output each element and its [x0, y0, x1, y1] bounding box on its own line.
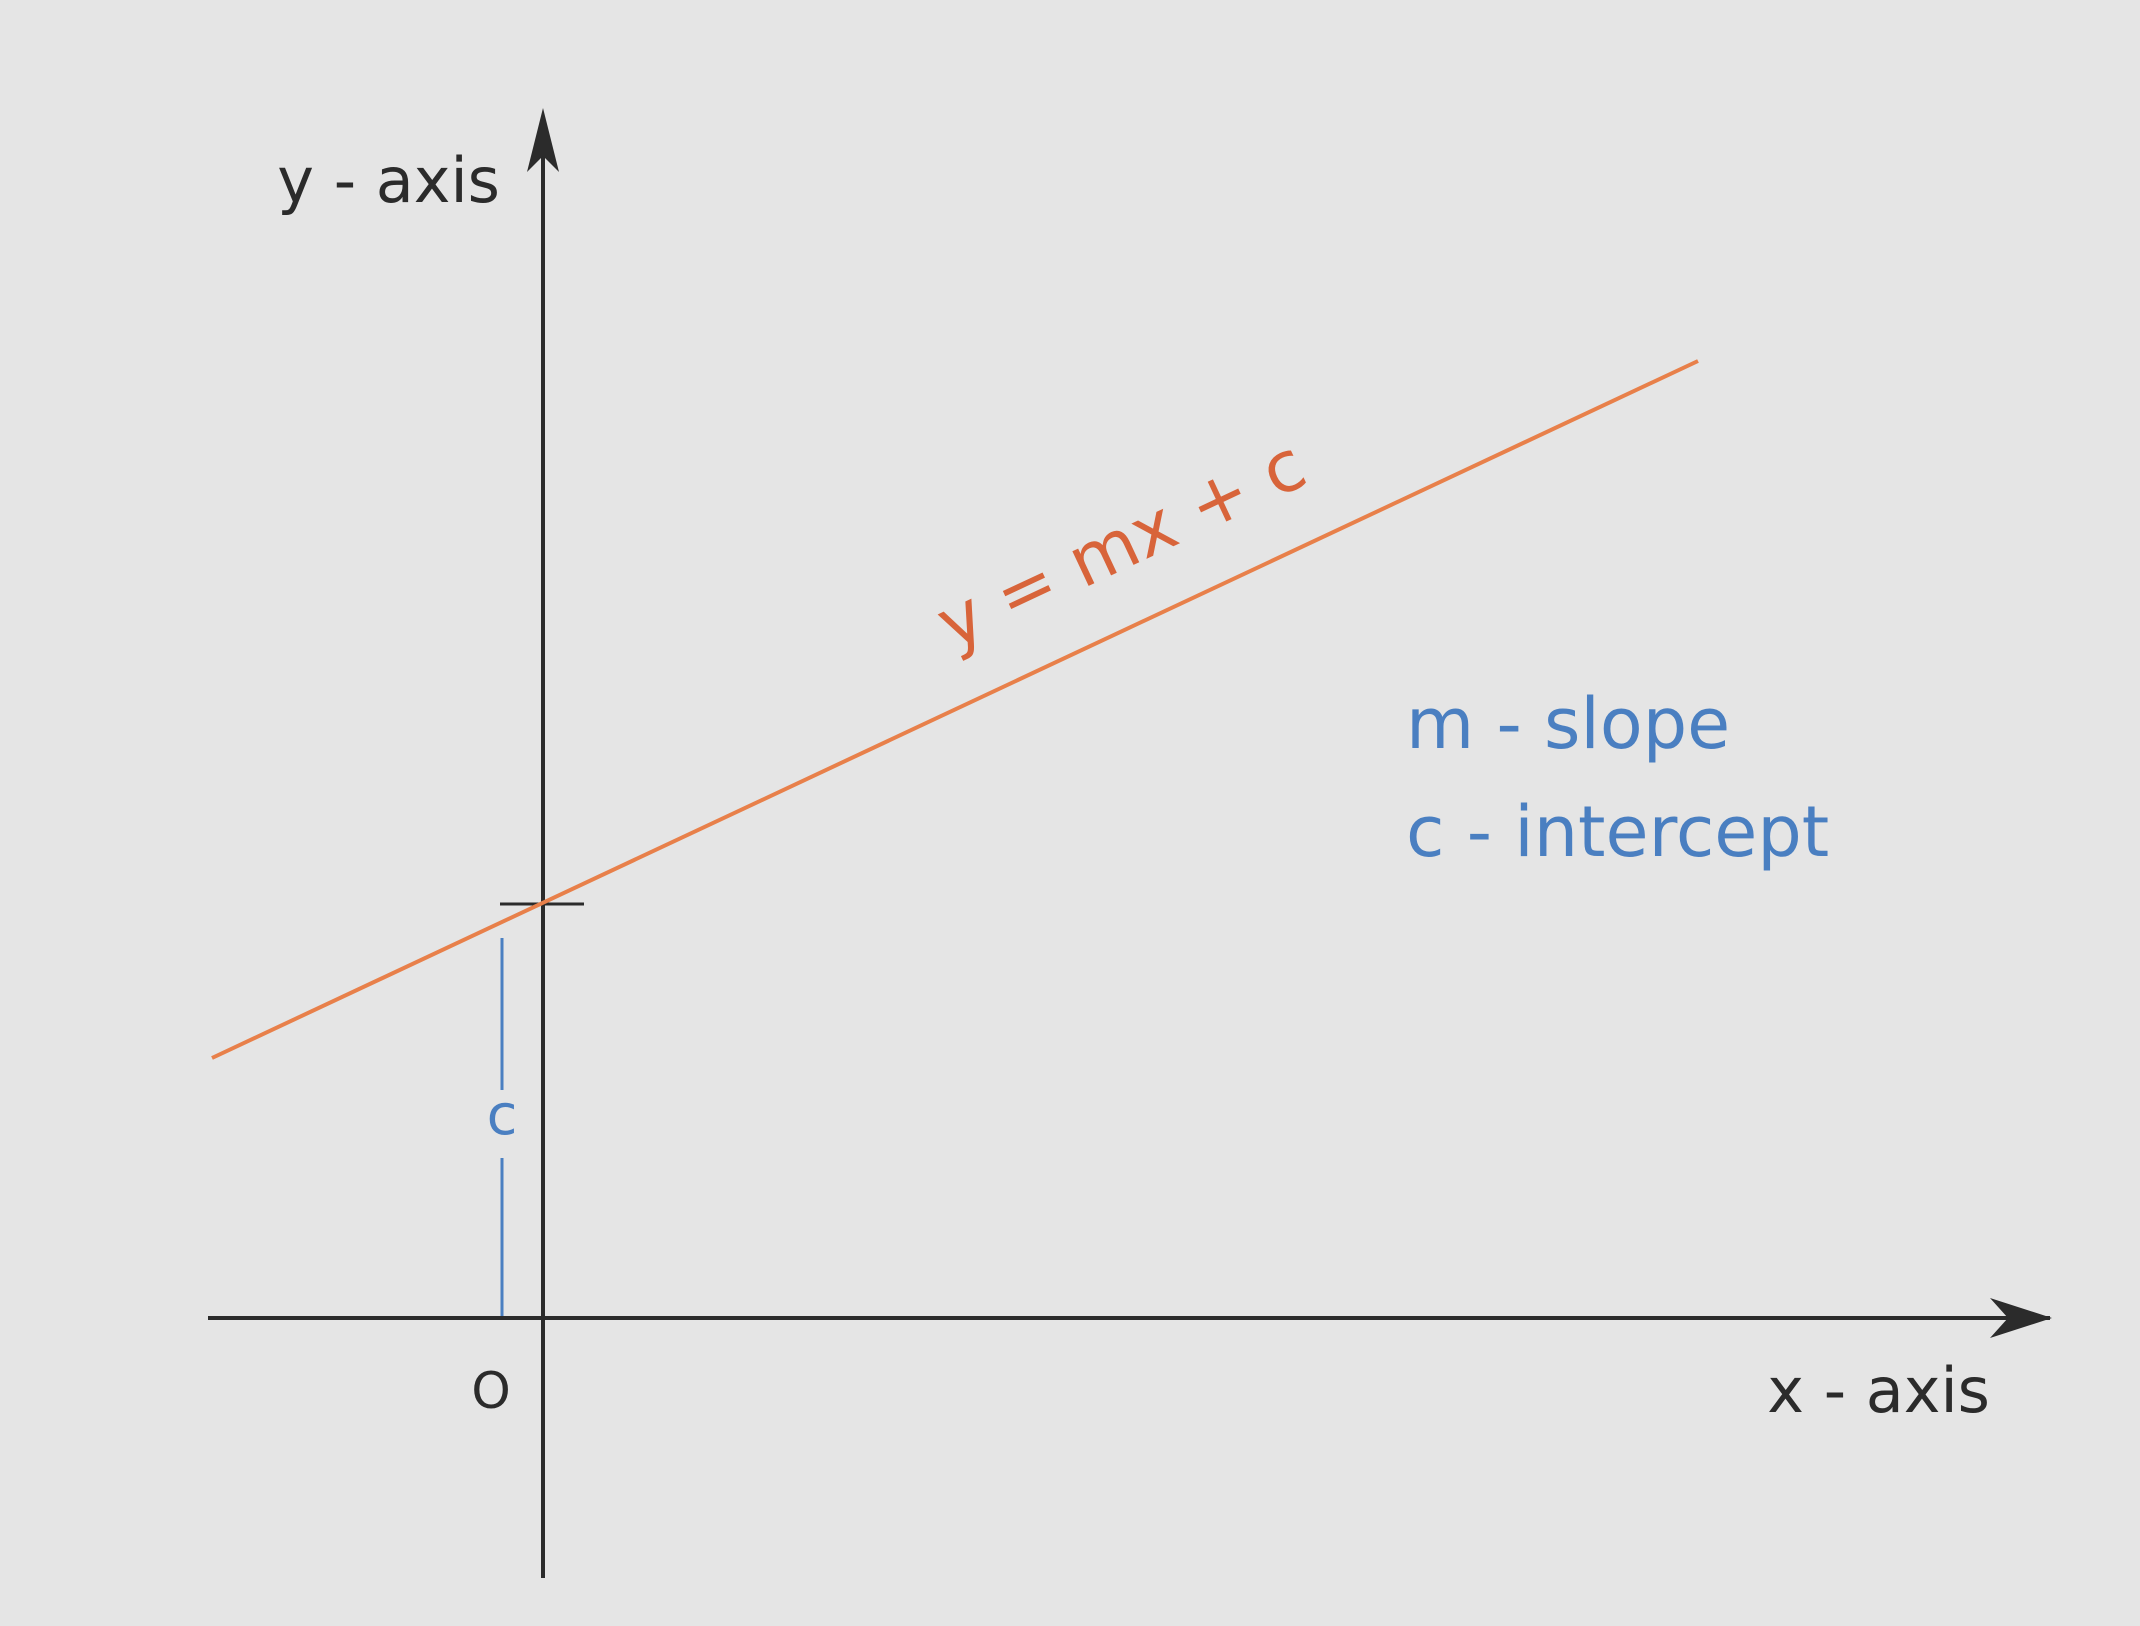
intercept-label: c — [487, 1083, 518, 1148]
regression-line — [211, 359, 1699, 1060]
x-axis-label: x - axis — [1767, 1354, 1990, 1427]
x-axis-arrowhead — [1990, 1298, 2052, 1338]
y-axis-arrowhead — [527, 108, 559, 172]
legend-intercept: c - intercept — [1406, 791, 1829, 873]
equation-label: y = mx + c — [924, 423, 1317, 665]
legend-slope: m - slope — [1406, 683, 1730, 765]
y-axis-label: y - axis — [277, 144, 500, 217]
origin-label: O — [471, 1362, 510, 1420]
